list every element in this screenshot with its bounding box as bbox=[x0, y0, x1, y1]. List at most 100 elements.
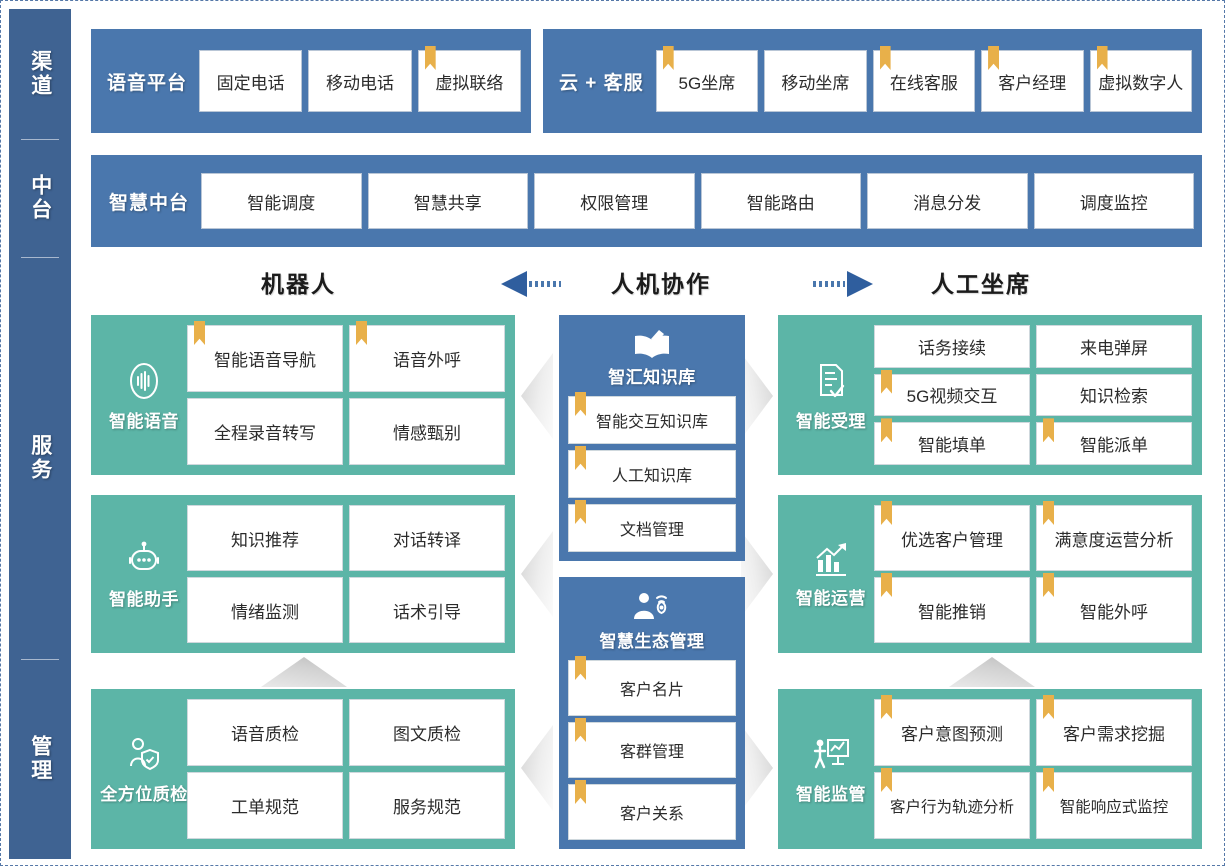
person-shield-icon bbox=[123, 734, 165, 776]
panel-head-intelligent-voice: 智能语音 bbox=[101, 325, 187, 465]
panel-grid-intelligent-voice: 智能语音导航 语音外呼 全程录音转写 情感甄别 bbox=[187, 325, 505, 465]
cell-label: 智慧共享 bbox=[413, 193, 482, 213]
cell-label: 消息分发 bbox=[913, 193, 982, 213]
tile-intelligent-responsive-monitoring[interactable]: 智能响应式监控 bbox=[1036, 772, 1192, 839]
tile-label: 客户需求挖掘 bbox=[1063, 725, 1165, 744]
header-label-human-machine-collaboration: 人机协作 bbox=[611, 271, 711, 297]
item-label: 客户关系 bbox=[619, 806, 684, 823]
tile-full-recording-transcription[interactable]: 全程录音转写 bbox=[187, 398, 343, 465]
tile-preferred-customer-management[interactable]: 优选客户管理 bbox=[874, 505, 1030, 571]
tile-dialogue-translation[interactable]: 对话转译 bbox=[349, 505, 505, 571]
person-network-icon bbox=[627, 589, 677, 625]
band-title-voice-platform: 语音平台 bbox=[107, 72, 188, 94]
item-customer-relationship[interactable]: 客户关系 bbox=[568, 784, 736, 840]
panel-head-intelligent-assistant: 智能助手 bbox=[101, 505, 187, 643]
cell-label: 移动坐席 bbox=[781, 73, 850, 93]
band-cells-cloud-customer-service: 5G坐席 移动坐席 在线客服 客户经理 虚拟数字人 bbox=[655, 50, 1192, 112]
arrow-left-dashed-icon bbox=[501, 271, 593, 297]
cell-permission-management[interactable]: 权限管理 bbox=[534, 173, 695, 229]
panel-head-intelligent-operation: 智能运营 bbox=[788, 505, 874, 643]
cell-label: 虚拟数字人 bbox=[1098, 73, 1184, 93]
header-label-robot: 机器人 bbox=[261, 271, 336, 297]
item-intelligent-interaction-knowledge-base[interactable]: 智能交互知识库 bbox=[568, 396, 736, 444]
tile-emotion-monitoring[interactable]: 情绪监测 bbox=[187, 577, 343, 643]
tile-intelligent-outbound-call[interactable]: 智能外呼 bbox=[1036, 577, 1192, 643]
rail-segment-management: 管理 bbox=[9, 659, 71, 859]
flow-arrow-left-voice-icon bbox=[521, 353, 553, 439]
item-manual-knowledge-base[interactable]: 人工知识库 bbox=[568, 450, 736, 498]
tile-script-guidance[interactable]: 话术引导 bbox=[349, 577, 505, 643]
panel-intelligent-supervision: 智能监管 客户意图预测 客户需求挖掘 客户行为轨迹分析 智能响应式监控 bbox=[778, 689, 1202, 849]
tile-intelligent-form-filling[interactable]: 智能填单 bbox=[874, 422, 1030, 465]
panel-head-all-round-quality-check: 全方位质检 bbox=[100, 699, 187, 839]
band-title-smart-middle-platform: 智慧中台 bbox=[109, 192, 190, 214]
cell-message-distribution[interactable]: 消息分发 bbox=[867, 173, 1028, 229]
tile-label: 客户意图预测 bbox=[901, 725, 1003, 744]
tile-knowledge-retrieval[interactable]: 知识检索 bbox=[1036, 373, 1192, 417]
band-cells-voice-platform: 固定电话 移动电话 虚拟联络 bbox=[199, 50, 521, 112]
tile-label: 工单规范 bbox=[231, 798, 299, 817]
tile-customer-intent-prediction[interactable]: 客户意图预测 bbox=[874, 699, 1030, 766]
cell-5g-seat[interactable]: 5G坐席 bbox=[655, 50, 759, 112]
tile-satisfaction-operation-analysis[interactable]: 满意度运营分析 bbox=[1036, 505, 1192, 571]
tile-incoming-call-screen-pop[interactable]: 来电弹屏 bbox=[1036, 325, 1192, 368]
cell-intelligent-scheduling[interactable]: 智能调度 bbox=[201, 173, 362, 229]
header-label-human-agent: 人工坐席 bbox=[931, 271, 1031, 297]
tile-label: 优选客户管理 bbox=[901, 530, 1003, 550]
cell-virtual-digital-human[interactable]: 虚拟数字人 bbox=[1089, 50, 1192, 112]
item-customer-group-management[interactable]: 客群管理 bbox=[568, 722, 736, 778]
flow-arrow-right-operation-icon bbox=[741, 531, 773, 617]
tile-label: 知识检索 bbox=[1080, 387, 1148, 407]
panel-grid-all-round-quality-check: 语音质检 图文质检 工单规范 服务规范 bbox=[187, 699, 505, 839]
tile-emotion-discrimination[interactable]: 情感甄别 bbox=[349, 398, 505, 465]
diagram-board: 语音平台 固定电话 移动电话 虚拟联络 云 + 客服 5G坐席 bbox=[79, 9, 1214, 859]
cell-mobile-seat[interactable]: 移动坐席 bbox=[764, 50, 867, 112]
book-pen-icon bbox=[629, 327, 675, 361]
tile-label: 图文质检 bbox=[393, 725, 461, 744]
panel-title-intelligent-supervision: 智能监管 bbox=[796, 784, 866, 804]
tile-label: 智能填单 bbox=[918, 436, 986, 456]
cell-mobile-phone[interactable]: 移动电话 bbox=[308, 50, 412, 112]
tile-label: 智能派单 bbox=[1080, 436, 1148, 456]
panel-zhihui-knowledge-base: 智汇知识库 智能交互知识库 人工知识库 文档管理 bbox=[559, 315, 745, 561]
tile-knowledge-recommendation[interactable]: 知识推荐 bbox=[187, 505, 343, 571]
flow-arrow-left-qc-icon bbox=[521, 725, 553, 811]
item-document-management[interactable]: 文档管理 bbox=[568, 504, 736, 552]
tile-customer-demand-mining[interactable]: 客户需求挖掘 bbox=[1036, 699, 1192, 766]
rail-segment-service: 服务 bbox=[9, 257, 71, 659]
tile-label: 智能响应式监控 bbox=[1059, 798, 1169, 816]
panel-all-round-quality-check: 全方位质检 语音质检 图文质检 工单规范 服务规范 bbox=[91, 689, 515, 849]
band-voice-platform: 语音平台 固定电话 移动电话 虚拟联络 bbox=[91, 29, 531, 133]
cell-virtual-contact[interactable]: 虚拟联络 bbox=[417, 50, 521, 112]
rail-label-service: 服务 bbox=[28, 434, 52, 482]
cell-label: 虚拟联络 bbox=[435, 73, 504, 93]
tile-intelligent-voice-navigation[interactable]: 智能语音导航 bbox=[187, 325, 343, 392]
tile-5g-video-interaction[interactable]: 5G视频交互 bbox=[874, 373, 1030, 417]
flow-arrow-right-acceptance-icon bbox=[741, 353, 773, 439]
panel-title-intelligent-assistant: 智能助手 bbox=[109, 589, 179, 609]
flow-arrow-left-assistant-icon bbox=[521, 531, 553, 617]
band-smart-middle-platform: 智慧中台 智能调度 智慧共享 权限管理 智能路由 消息分发 调度监控 bbox=[91, 155, 1202, 247]
cell-scheduling-monitoring[interactable]: 调度监控 bbox=[1033, 173, 1195, 229]
presentation-person-icon bbox=[809, 734, 853, 776]
tile-voice-quality-check[interactable]: 语音质检 bbox=[187, 699, 343, 766]
tile-intelligent-order-dispatch[interactable]: 智能派单 bbox=[1036, 422, 1192, 465]
tile-customer-behavior-trajectory-analysis[interactable]: 客户行为轨迹分析 bbox=[874, 772, 1030, 839]
tile-work-order-standard[interactable]: 工单规范 bbox=[187, 772, 343, 839]
panel-grid-intelligent-supervision: 客户意图预测 客户需求挖掘 客户行为轨迹分析 智能响应式监控 bbox=[874, 699, 1192, 839]
tile-intelligent-marketing[interactable]: 智能推销 bbox=[874, 577, 1030, 643]
cell-account-manager[interactable]: 客户经理 bbox=[981, 50, 1084, 112]
panel-intelligent-acceptance: 智能受理 话务接续 来电弹屏 5G视频交互 知识检索 bbox=[778, 315, 1202, 475]
cell-fixed-phone[interactable]: 固定电话 bbox=[199, 50, 303, 112]
item-customer-profile-card[interactable]: 客户名片 bbox=[568, 660, 736, 716]
rail-segment-channel: 渠道 bbox=[9, 9, 71, 139]
item-label: 客群管理 bbox=[619, 744, 684, 761]
cell-smart-sharing[interactable]: 智慧共享 bbox=[367, 173, 529, 229]
tile-call-connection[interactable]: 话务接续 bbox=[874, 325, 1030, 368]
robot-head-icon bbox=[123, 539, 165, 581]
tile-voice-outbound-call[interactable]: 语音外呼 bbox=[349, 325, 505, 392]
tile-service-standard[interactable]: 服务规范 bbox=[349, 772, 505, 839]
tile-text-image-quality-check[interactable]: 图文质检 bbox=[349, 699, 505, 766]
cell-intelligent-routing[interactable]: 智能路由 bbox=[700, 173, 862, 229]
cell-online-service[interactable]: 在线客服 bbox=[872, 50, 976, 112]
